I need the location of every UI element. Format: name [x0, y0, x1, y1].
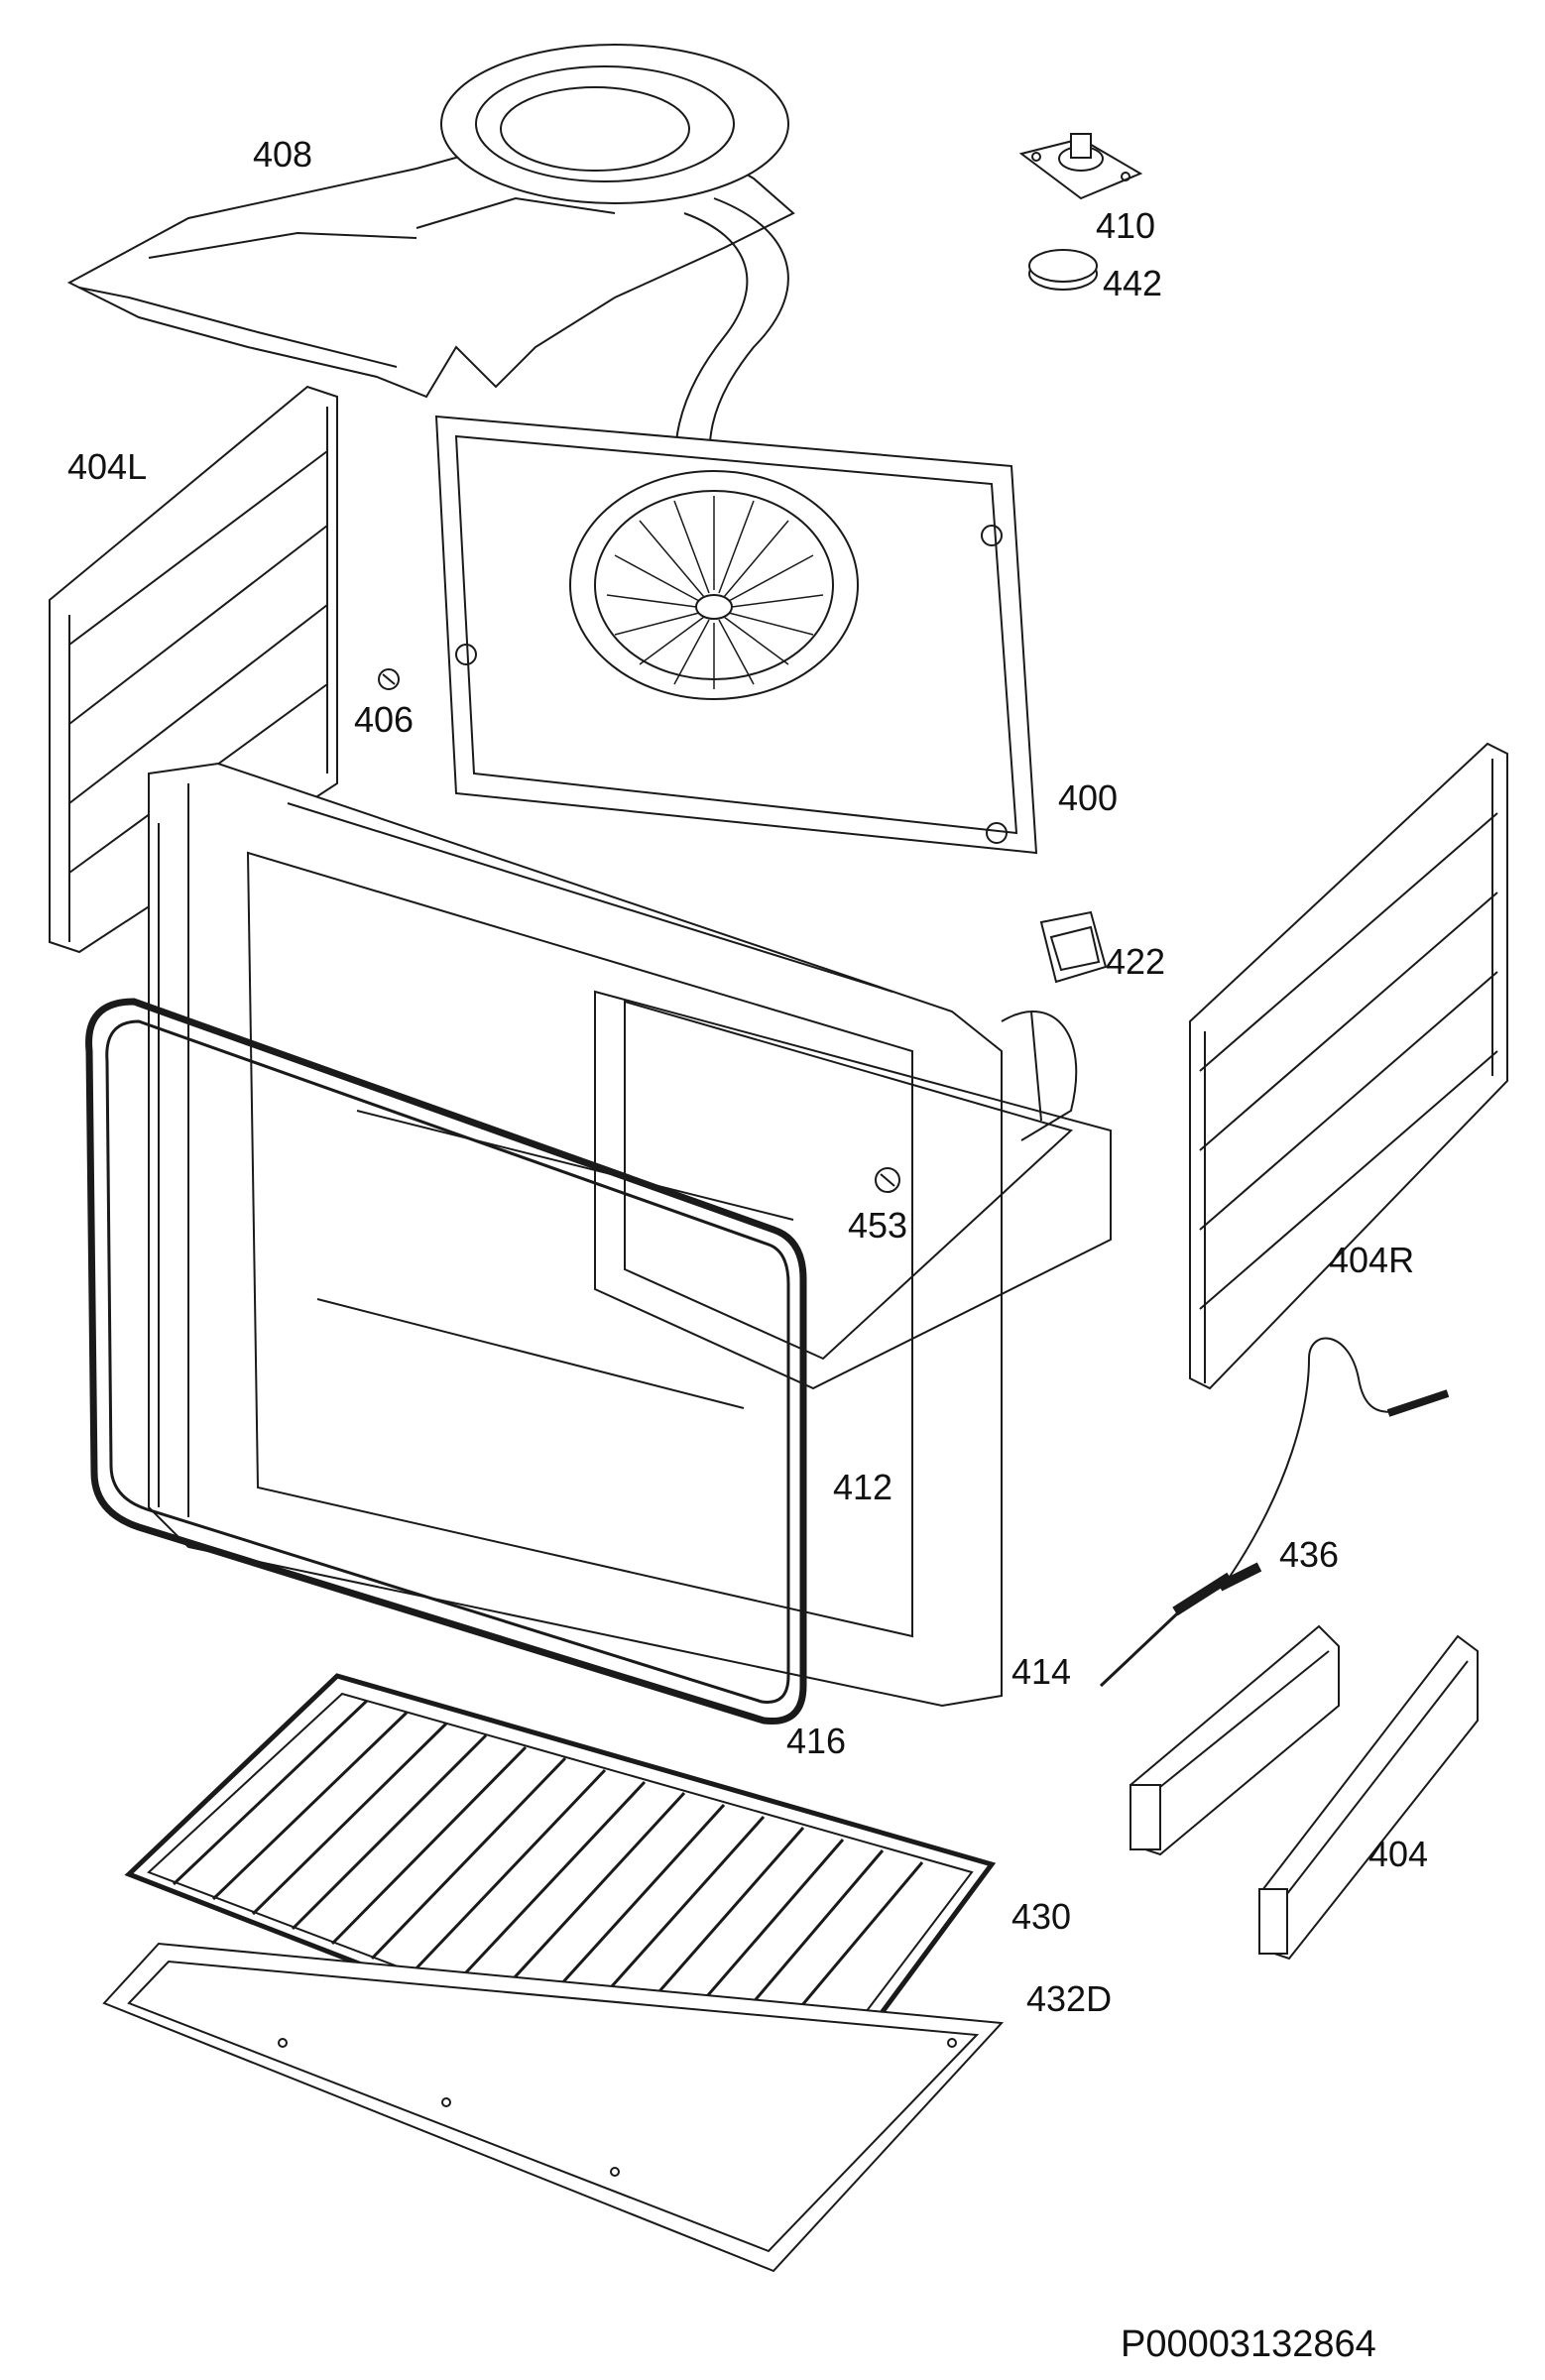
drawing-code: P00003132864 — [1121, 2323, 1376, 2365]
part-406-clip — [379, 669, 399, 689]
label-430: 430 — [1011, 1896, 1072, 1937]
part-408-fan-cover — [69, 45, 793, 526]
label-412: 412 — [833, 1467, 893, 1507]
label-442: 442 — [1103, 263, 1163, 303]
label-432D: 432D — [1026, 1978, 1113, 2019]
part-422-lamp-holder — [1041, 912, 1106, 982]
part-412-oven-cavity — [149, 764, 1111, 1706]
label-408: 408 — [253, 134, 313, 175]
label-404L: 404L — [67, 446, 148, 487]
part-414-probe-needle — [1101, 1577, 1230, 1686]
part-432D-baking-tray — [104, 1944, 1002, 2271]
label-416: 416 — [786, 1721, 847, 1761]
part-442-disc — [1029, 250, 1097, 290]
label-422: 422 — [1106, 941, 1166, 982]
part-416-door-seal — [89, 1002, 803, 1722]
part-404R-right-shelf-support — [1190, 744, 1507, 1388]
part-410-motor-bracket — [1021, 134, 1140, 198]
part-400-rear-panel — [436, 416, 1036, 853]
label-404R: 404R — [1329, 1240, 1415, 1280]
part-404-telescopic-runners — [1130, 1626, 1478, 1959]
label-406: 406 — [354, 699, 415, 740]
label-400: 400 — [1058, 777, 1119, 818]
label-436: 436 — [1279, 1534, 1340, 1575]
label-410: 410 — [1096, 205, 1156, 246]
part-453-screw — [876, 1168, 899, 1192]
label-453: 453 — [848, 1205, 908, 1246]
label-404: 404 — [1368, 1834, 1429, 1874]
label-414: 414 — [1011, 1651, 1072, 1692]
